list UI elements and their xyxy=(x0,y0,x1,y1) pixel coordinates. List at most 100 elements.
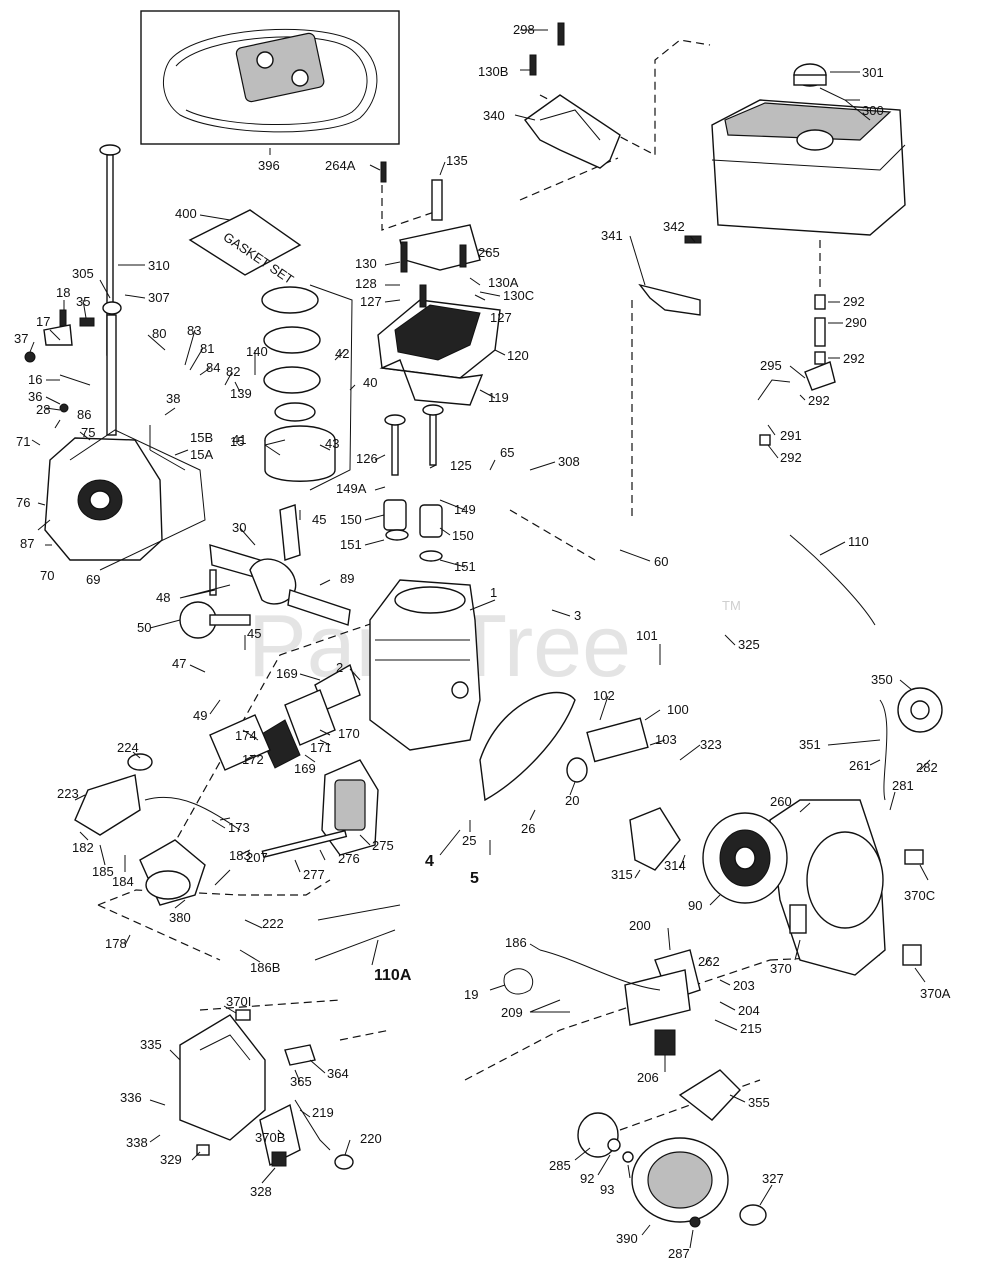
part-301-fuel-cap[interactable] xyxy=(793,63,827,87)
part-275-air-cleaner[interactable] xyxy=(321,759,379,856)
part-264A-screw[interactable] xyxy=(380,161,387,183)
label-220: 220 xyxy=(360,1131,382,1146)
part-50-camshaft-gear[interactable] xyxy=(179,601,251,639)
part-30-crankshaft[interactable] xyxy=(209,544,351,626)
breather-parts[interactable] xyxy=(209,663,361,771)
part-260-blower-housing[interactable] xyxy=(769,799,886,976)
label-102: 102 xyxy=(593,688,615,703)
part-390-recoil-starter[interactable] xyxy=(631,1137,729,1223)
part-380-carburetor[interactable] xyxy=(139,839,206,906)
label-28: 28 xyxy=(36,402,50,417)
part-350-fuel-pump[interactable] xyxy=(897,687,943,733)
part-370-label[interactable] xyxy=(789,904,807,934)
part-185-intake-elbow[interactable] xyxy=(74,774,141,836)
valve-springs[interactable] xyxy=(383,499,443,562)
label-276: 276 xyxy=(338,851,360,866)
part-224-gasket[interactable] xyxy=(127,753,153,771)
part-298-screw[interactable] xyxy=(557,22,565,46)
part-130B-screw[interactable] xyxy=(529,54,537,76)
part-310-dipstick[interactable] xyxy=(99,144,121,356)
part-120-cylinder-head[interactable] xyxy=(377,299,501,379)
part-41-piston[interactable] xyxy=(264,425,336,482)
label-355: 355 xyxy=(748,1095,770,1110)
part-69-gasket[interactable] xyxy=(69,429,206,571)
small-parts-left[interactable] xyxy=(24,309,95,413)
part-119-head-gasket[interactable] xyxy=(379,359,484,406)
label-69: 69 xyxy=(86,572,100,587)
label-135: 135 xyxy=(446,153,468,168)
part-351-line[interactable] xyxy=(879,699,888,801)
part-206-terminal[interactable] xyxy=(654,1029,676,1056)
label-25: 25 xyxy=(462,833,476,848)
part-327-cover[interactable] xyxy=(739,1204,767,1226)
part-328-clip[interactable] xyxy=(271,1151,287,1167)
part-207-link[interactable] xyxy=(144,796,241,831)
part-135-spark-plug[interactable] xyxy=(431,179,443,221)
part-19-spring[interactable] xyxy=(503,968,534,995)
part-25-baffle[interactable] xyxy=(479,691,576,802)
part-305-oil-fill-tube[interactable] xyxy=(102,301,122,436)
label-261: 261 xyxy=(849,758,871,773)
part-370I-label[interactable] xyxy=(235,1009,251,1021)
part-92-washer[interactable] xyxy=(607,1138,621,1152)
label-291: 291 xyxy=(780,428,802,443)
part-200-control-bracket[interactable] xyxy=(624,949,701,1026)
part-90-flywheel[interactable] xyxy=(702,812,788,904)
label-295: 295 xyxy=(760,358,782,373)
part-315-ignition-coil[interactable] xyxy=(629,807,681,871)
part-400-gasket-set[interactable]: GASKET SET xyxy=(188,209,302,287)
valves[interactable] xyxy=(384,404,444,476)
label-222: 222 xyxy=(262,916,284,931)
part-340-fuel-tank-bracket[interactable] xyxy=(524,94,621,169)
part-300-fuel-tank[interactable] xyxy=(711,99,906,236)
part-277-rod[interactable] xyxy=(261,829,348,858)
part-45-connecting-rod[interactable] xyxy=(279,504,301,561)
part-110A-wire[interactable] xyxy=(314,904,401,961)
fuel-line-parts[interactable] xyxy=(757,294,836,446)
label-15: 15 xyxy=(230,434,244,449)
part-287-nut[interactable] xyxy=(689,1216,701,1228)
label-151b: 151 xyxy=(454,559,476,574)
label-65: 65 xyxy=(500,445,514,460)
label-290: 290 xyxy=(845,315,867,330)
part-186-cable[interactable] xyxy=(539,949,661,991)
part-265-plate[interactable] xyxy=(399,224,481,271)
label-18: 18 xyxy=(56,285,70,300)
label-151a: 151 xyxy=(340,537,362,552)
part-335-muffler-guard[interactable] xyxy=(179,1014,266,1141)
part-355-starter-cup[interactable] xyxy=(678,1069,741,1121)
part-100-module[interactable] xyxy=(586,717,649,763)
label-327: 327 xyxy=(762,1171,784,1186)
part-130A-screw[interactable] xyxy=(459,244,467,268)
label-281: 281 xyxy=(892,778,914,793)
part-1-cylinder-block[interactable] xyxy=(369,579,481,751)
part-70-crankcase-cover[interactable] xyxy=(44,437,163,561)
part-93-nut[interactable] xyxy=(622,1151,634,1163)
part-396-fuel-kit-inset[interactable] xyxy=(140,10,400,145)
part-220-knob[interactable] xyxy=(334,1154,354,1170)
part-20-seal[interactable] xyxy=(566,757,588,783)
label-275: 275 xyxy=(372,838,394,853)
part-341-bracket[interactable] xyxy=(638,235,702,316)
part-48-tappet[interactable] xyxy=(209,569,217,596)
part-370C-label[interactable] xyxy=(904,849,924,865)
label-209: 209 xyxy=(501,1005,523,1020)
label-364: 364 xyxy=(327,1066,349,1081)
label-38: 38 xyxy=(166,391,180,406)
label-370B: 370B xyxy=(255,1130,285,1145)
part-130C-screw[interactable] xyxy=(419,284,427,308)
part-370A-label[interactable] xyxy=(902,944,922,966)
part-number-labels: 396 298 130B 340 301 300 135 264A 265 40… xyxy=(14,22,951,1261)
part-364-bracket[interactable] xyxy=(284,1044,316,1066)
part-110-wire[interactable] xyxy=(789,534,876,626)
part-370B-label[interactable] xyxy=(259,1103,301,1167)
label-178: 178 xyxy=(105,936,127,951)
piston-rings[interactable] xyxy=(261,286,321,422)
part-329-clip[interactable] xyxy=(196,1144,210,1156)
label-340: 340 xyxy=(483,108,505,123)
part-219-rod[interactable] xyxy=(294,1099,331,1151)
leader-lines xyxy=(29,29,931,1249)
label-169b: 169 xyxy=(294,761,316,776)
part-130-screw[interactable] xyxy=(400,241,408,273)
